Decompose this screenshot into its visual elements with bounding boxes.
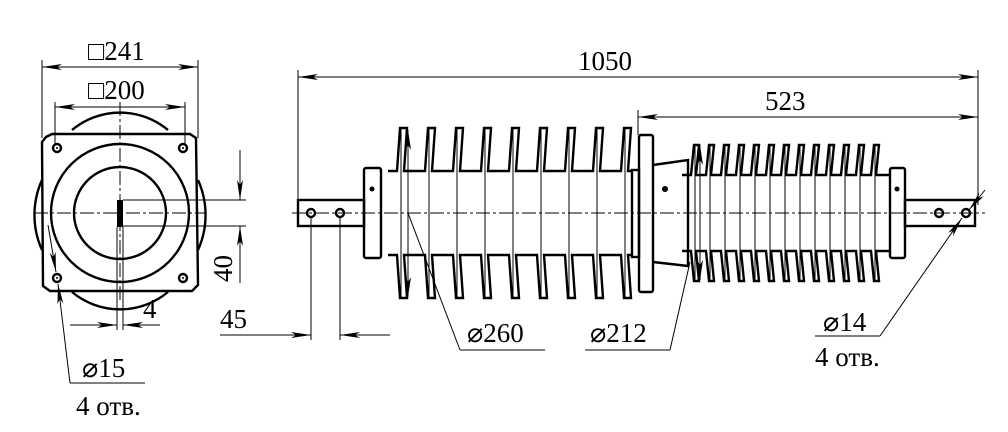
dim-right-part-label: 523 [765, 86, 806, 116]
slot [117, 200, 123, 227]
hole-count-label: 4 отв. [76, 391, 141, 421]
shed-profile [682, 249, 890, 283]
body-outline-bottom [71, 291, 169, 311]
shed-profile [682, 143, 890, 177]
hole-dia-label: ⌀15 [82, 353, 125, 383]
front-view: □241 □200 40 4 ⌀15 4 отв. [33, 36, 246, 421]
dim-total-length-label: 1050 [578, 46, 632, 76]
dim-bolt-label: □200 [88, 75, 145, 105]
right-terminal [903, 198, 977, 228]
shed-profile [388, 253, 633, 300]
dim-small-shed-label: ⌀212 [590, 318, 647, 348]
dim-slot-height-label: 40 [208, 255, 238, 282]
bolt-holes [51, 142, 189, 284]
side-hole-count-label: 4 отв. [815, 342, 880, 372]
dim-slot-width-label: 4 [143, 294, 157, 324]
side-view: 1050 523 45 ⌀260 ⌀212 ⌀14 4 отв. [220, 46, 986, 372]
dim-outer-label: □241 [88, 36, 145, 66]
dim-big-shed-label: ⌀260 [467, 318, 524, 348]
dim-hole-spacing-label: 45 [220, 304, 247, 334]
square-flange [40, 132, 200, 293]
shed-profile [388, 126, 633, 173]
side-hole-dia-label: ⌀14 [823, 307, 867, 337]
